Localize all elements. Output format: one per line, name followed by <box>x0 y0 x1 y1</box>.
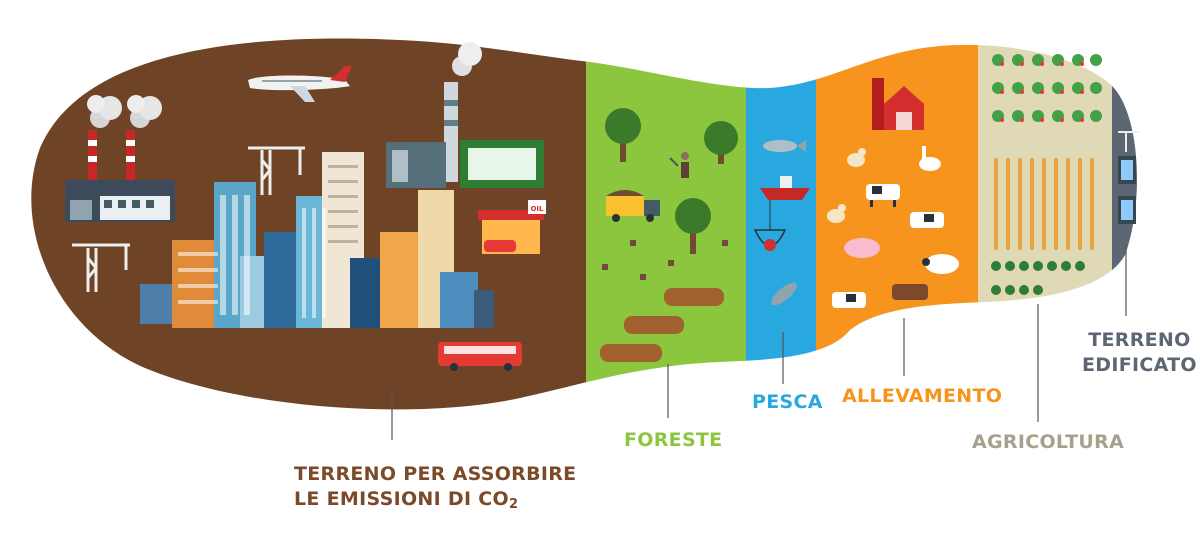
cow-icon <box>832 292 866 308</box>
co2-absorption-land-label: TERRENO PER ASSORBIRE LE EMISSIONI DI CO… <box>294 462 576 517</box>
log-pile-icon <box>600 288 724 362</box>
sheep-icon <box>922 254 959 274</box>
agriculture-label: AGRICOLTURA <box>972 431 1125 453</box>
chicken-icon <box>827 204 846 223</box>
barn-icon <box>872 78 924 130</box>
forest-band <box>586 38 746 410</box>
bus-icon <box>438 342 522 371</box>
co2-label-line1: TERRENO PER ASSORBIRE <box>294 463 577 485</box>
fishing-boat-icon <box>760 176 810 200</box>
co2-label-text: LE EMISSIONI DI CO <box>294 488 509 510</box>
crane-icon <box>1118 131 1140 152</box>
livestock-label: ALLEVAMENTO <box>842 385 1003 407</box>
goose-icon <box>919 146 941 171</box>
skyscraper-icon <box>1118 156 1136 224</box>
fish-icon <box>763 140 806 152</box>
forest-label: FORESTE <box>624 429 723 451</box>
lobster-net-icon <box>753 200 787 251</box>
pig-icon <box>844 238 880 258</box>
built-land-label-line1: TERRENO <box>1088 329 1191 351</box>
co2-subscript: 2 <box>508 497 519 512</box>
crane-icon <box>248 146 305 195</box>
fish-icon <box>771 282 797 306</box>
factory-icon <box>65 95 175 222</box>
wheat-icon <box>994 158 1094 250</box>
chicken-icon <box>847 148 866 167</box>
factory-icon <box>386 42 544 188</box>
co2-label-line2: LE EMISSIONI DI CO2 <box>294 487 576 517</box>
tree-icon <box>675 198 711 254</box>
cow-icon <box>892 284 928 300</box>
fishing-label: PESCA <box>752 391 823 413</box>
built-land-band <box>1112 38 1138 410</box>
apple-tree-icon <box>992 54 1102 122</box>
cow-icon <box>866 184 900 207</box>
built-land-label-line2: EDIFICATO <box>1082 354 1197 376</box>
gas-station-icon: OIL <box>478 200 546 254</box>
lumberjack-icon <box>669 152 689 178</box>
tree-icon <box>605 108 641 162</box>
crane-icon <box>72 243 130 292</box>
tree-stumps <box>602 240 728 280</box>
oil-sign: OIL <box>530 205 544 213</box>
tree-icon <box>704 121 738 164</box>
leader-lines <box>391 244 1127 440</box>
airplane-icon <box>248 66 352 102</box>
built-land-label: TERRENO EDIFICATO <box>1082 328 1197 378</box>
city-skyline-icon <box>140 152 494 328</box>
dump-truck-icon <box>606 190 660 222</box>
cow-icon <box>910 212 944 228</box>
vegetable-row-icon <box>991 261 1085 295</box>
fishing-band <box>746 38 816 410</box>
